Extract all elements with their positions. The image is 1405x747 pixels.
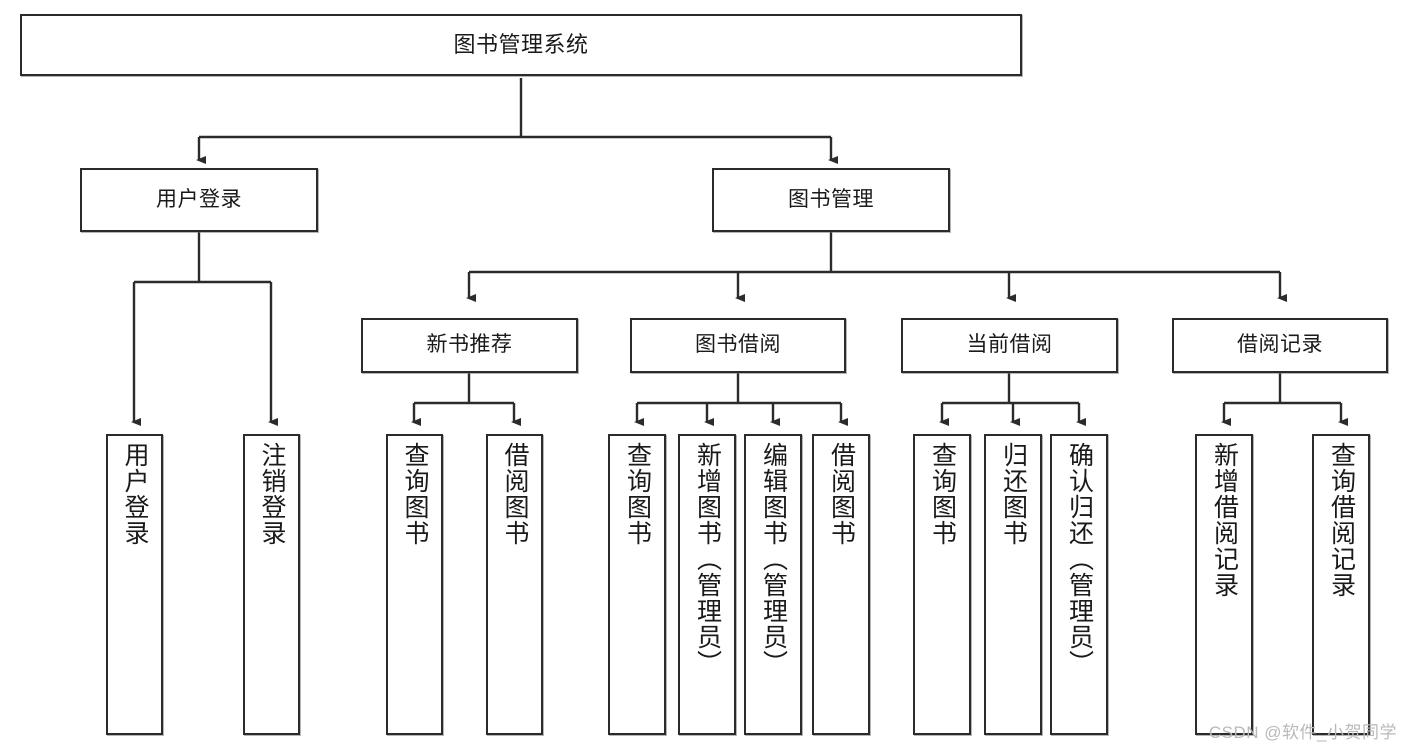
node-label: 查询图书 <box>928 442 957 546</box>
leaf-borrow-record-add-record[interactable]: 新增借阅记录 <box>1195 434 1253 735</box>
node-book-management[interactable]: 图书管理 <box>712 168 950 232</box>
node-current-borrow[interactable]: 当前借阅 <box>901 318 1118 373</box>
node-label: 确认归还（管理员） <box>1065 442 1094 676</box>
leaf-book-borrow-borrow-book[interactable]: 借阅图书 <box>812 434 870 735</box>
leaf-current-borrow-query-book[interactable]: 查询图书 <box>913 434 971 735</box>
node-borrow-record[interactable]: 借阅记录 <box>1172 318 1388 373</box>
leaf-book-borrow-add-book[interactable]: 新增图书（管理员） <box>678 434 736 735</box>
node-label: 归还图书 <box>999 442 1028 546</box>
node-label: 用户登录 <box>121 442 149 546</box>
node-book-borrow[interactable]: 图书借阅 <box>630 318 846 373</box>
leaf-new-book-query-book[interactable]: 查询图书 <box>386 434 443 735</box>
node-label: 借阅记录 <box>1237 333 1323 357</box>
node-new-book-recommend[interactable]: 新书推荐 <box>361 318 578 373</box>
node-user-login[interactable]: 用户登录 <box>80 168 318 232</box>
leaf-book-borrow-edit-book[interactable]: 编辑图书（管理员） <box>744 434 802 735</box>
node-label: 编辑图书（管理员） <box>759 442 788 676</box>
leaf-current-borrow-return-book[interactable]: 归还图书 <box>984 434 1042 735</box>
leaf-book-borrow-query-book[interactable]: 查询图书 <box>608 434 666 735</box>
node-label: 图书借阅 <box>695 333 781 357</box>
node-label: 查询图书 <box>623 442 652 546</box>
node-label: 借阅图书 <box>827 442 856 546</box>
node-label: 图书管理系统 <box>453 32 589 58</box>
leaf-user-login-login[interactable]: 用户登录 <box>106 434 163 735</box>
node-label: 查询借阅记录 <box>1327 442 1356 598</box>
node-label: 新书推荐 <box>426 333 513 357</box>
node-root-book-management-system[interactable]: 图书管理系统 <box>20 14 1022 76</box>
leaf-borrow-record-query-record[interactable]: 查询借阅记录 <box>1312 434 1370 735</box>
node-label: 新增图书（管理员） <box>693 442 722 676</box>
node-label: 当前借阅 <box>966 333 1053 357</box>
node-label: 借阅图书 <box>501 442 529 546</box>
node-label: 图书管理 <box>788 187 874 211</box>
watermark-text: CSDN @软件_小贺同学 <box>1208 723 1397 742</box>
node-label: 注销登录 <box>258 442 286 546</box>
node-label: 用户登录 <box>156 187 242 211</box>
leaf-user-login-logout[interactable]: 注销登录 <box>243 434 300 735</box>
leaf-new-book-borrow-book[interactable]: 借阅图书 <box>486 434 543 735</box>
node-label: 查询图书 <box>401 442 429 546</box>
leaf-current-borrow-confirm-return[interactable]: 确认归还（管理员） <box>1050 434 1108 735</box>
node-label: 新增借阅记录 <box>1210 442 1239 598</box>
